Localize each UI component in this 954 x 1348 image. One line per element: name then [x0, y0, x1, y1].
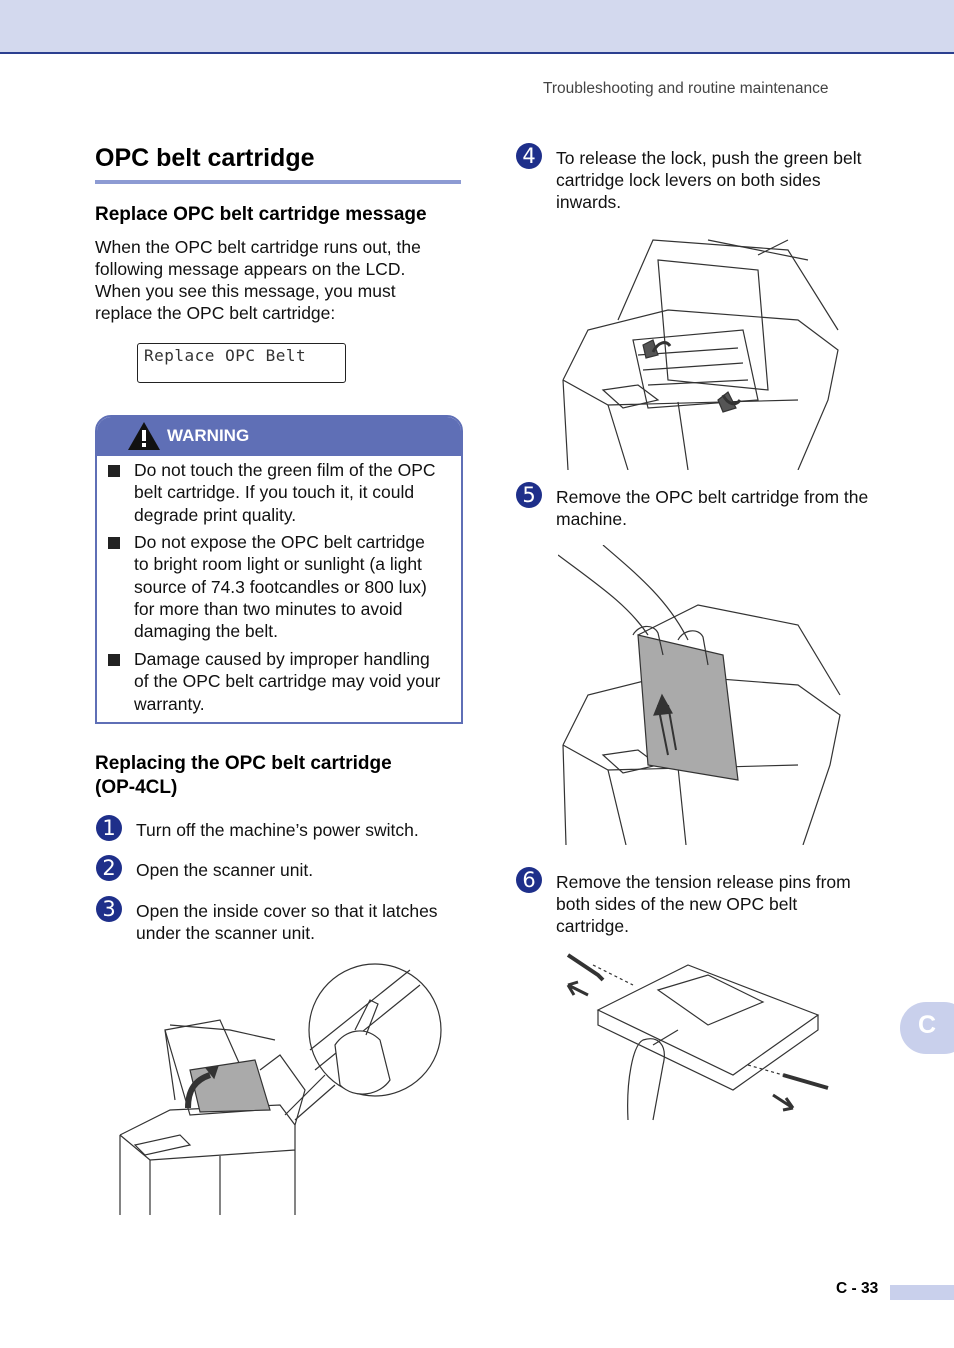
step-line: Open the inside cover so that it latches — [136, 901, 438, 921]
step-text: Open the inside cover so that it latches… — [136, 900, 438, 944]
running-head: Troubleshooting and routine maintenance — [543, 80, 829, 97]
heading-line: Replacing the OPC belt cartridge — [95, 753, 392, 774]
warning-icon — [128, 422, 160, 450]
step-line: To release the lock, push the green belt — [556, 148, 862, 168]
heading-line: (OP-4CL) — [95, 777, 178, 798]
lock-levers-illustration — [562, 239, 839, 470]
top-band — [0, 0, 954, 54]
section-heading-message: Replace OPC belt cartridge message — [95, 204, 427, 225]
step-line: machine. — [556, 509, 628, 529]
step-line: Remove the OPC belt cartridge from the — [556, 487, 869, 507]
warning-item: Do not touch the green film of the OPC b… — [134, 459, 454, 526]
footer-bar — [890, 1285, 954, 1300]
title-rule — [95, 180, 461, 184]
paragraph-line: When you see this message, you must — [95, 281, 396, 301]
step-number: 4 — [516, 143, 542, 169]
printer-inside-cover-illustration — [119, 963, 442, 1215]
step-text: Remove the tension release pins from bot… — [556, 871, 851, 937]
step-number: 6 — [516, 867, 542, 893]
step-line: Remove the tension release pins from — [556, 872, 851, 892]
chapter-tab: C — [900, 1002, 954, 1054]
step-number: 3 — [96, 896, 122, 922]
step-number: 5 — [516, 482, 542, 508]
paragraph-line: When the OPC belt cartridge runs out, th… — [95, 237, 421, 257]
warning-item: Damage caused by improper handling of th… — [134, 648, 454, 715]
lcd-message: Replace OPC Belt — [144, 346, 307, 365]
bullet-icon — [108, 465, 120, 477]
warning-line: Damage caused by improper handling — [134, 649, 430, 669]
warning-line: damaging the belt. — [134, 621, 278, 642]
warning-line: degrade print quality. — [134, 504, 297, 525]
step-number: 1 — [96, 815, 122, 841]
chapter-tab-label: C — [918, 1011, 937, 1039]
step-text: Turn off the machine’s power switch. — [136, 820, 419, 840]
warning-header: WARNING — [97, 417, 461, 456]
step-line: cartridge. — [556, 916, 629, 936]
warning-box: WARNING Do not touch the green film of t… — [95, 415, 463, 724]
bullet-icon — [108, 654, 120, 666]
bullet-icon — [108, 537, 120, 549]
page-number: C - 33 — [836, 1280, 879, 1297]
step-line: cartridge lock levers on both sides — [556, 170, 821, 190]
step-text: Open the scanner unit. — [136, 860, 314, 880]
warning-line: of the OPC belt cartridge may void your — [134, 671, 441, 692]
warning-line: for more than two minutes to avoid — [134, 598, 403, 619]
warning-line: belt cartridge. If you touch it, it coul… — [134, 482, 415, 503]
warning-line: to bright room light or sunlight (a ligh… — [134, 554, 422, 575]
warning-item: Do not expose the OPC belt cartridge to … — [134, 531, 454, 642]
lcd-display: Replace OPC Belt — [137, 343, 346, 383]
step-text: Remove the OPC belt cartridge from the m… — [556, 486, 868, 530]
paragraph-line: following message appears on the LCD. — [95, 259, 406, 279]
warning-line: source of 74.3 footcandles or 800 lux) — [134, 576, 427, 597]
step-text: To release the lock, push the green belt… — [556, 147, 861, 213]
warning-line: Do not touch the green film of the OPC — [134, 460, 436, 480]
section-heading-replacing: Replacing the OPC belt cartridge (OP-4CL… — [95, 752, 392, 800]
step-line: inwards. — [556, 192, 622, 212]
message-paragraph: When the OPC belt cartridge runs out, th… — [95, 236, 421, 324]
remove-cartridge-illustration — [558, 545, 841, 845]
step-number: 2 — [96, 855, 122, 881]
step-line: under the scanner unit. — [136, 923, 316, 943]
paragraph-line: replace the OPC belt cartridge: — [95, 303, 336, 323]
page-title: OPC belt cartridge — [95, 144, 315, 172]
warning-line: Do not expose the OPC belt cartridge — [134, 532, 425, 552]
step-line: both sides of the new OPC belt — [556, 894, 798, 914]
tension-pins-illustration — [566, 953, 829, 1121]
warning-line: warranty. — [134, 693, 205, 714]
warning-title: WARNING — [167, 426, 250, 445]
